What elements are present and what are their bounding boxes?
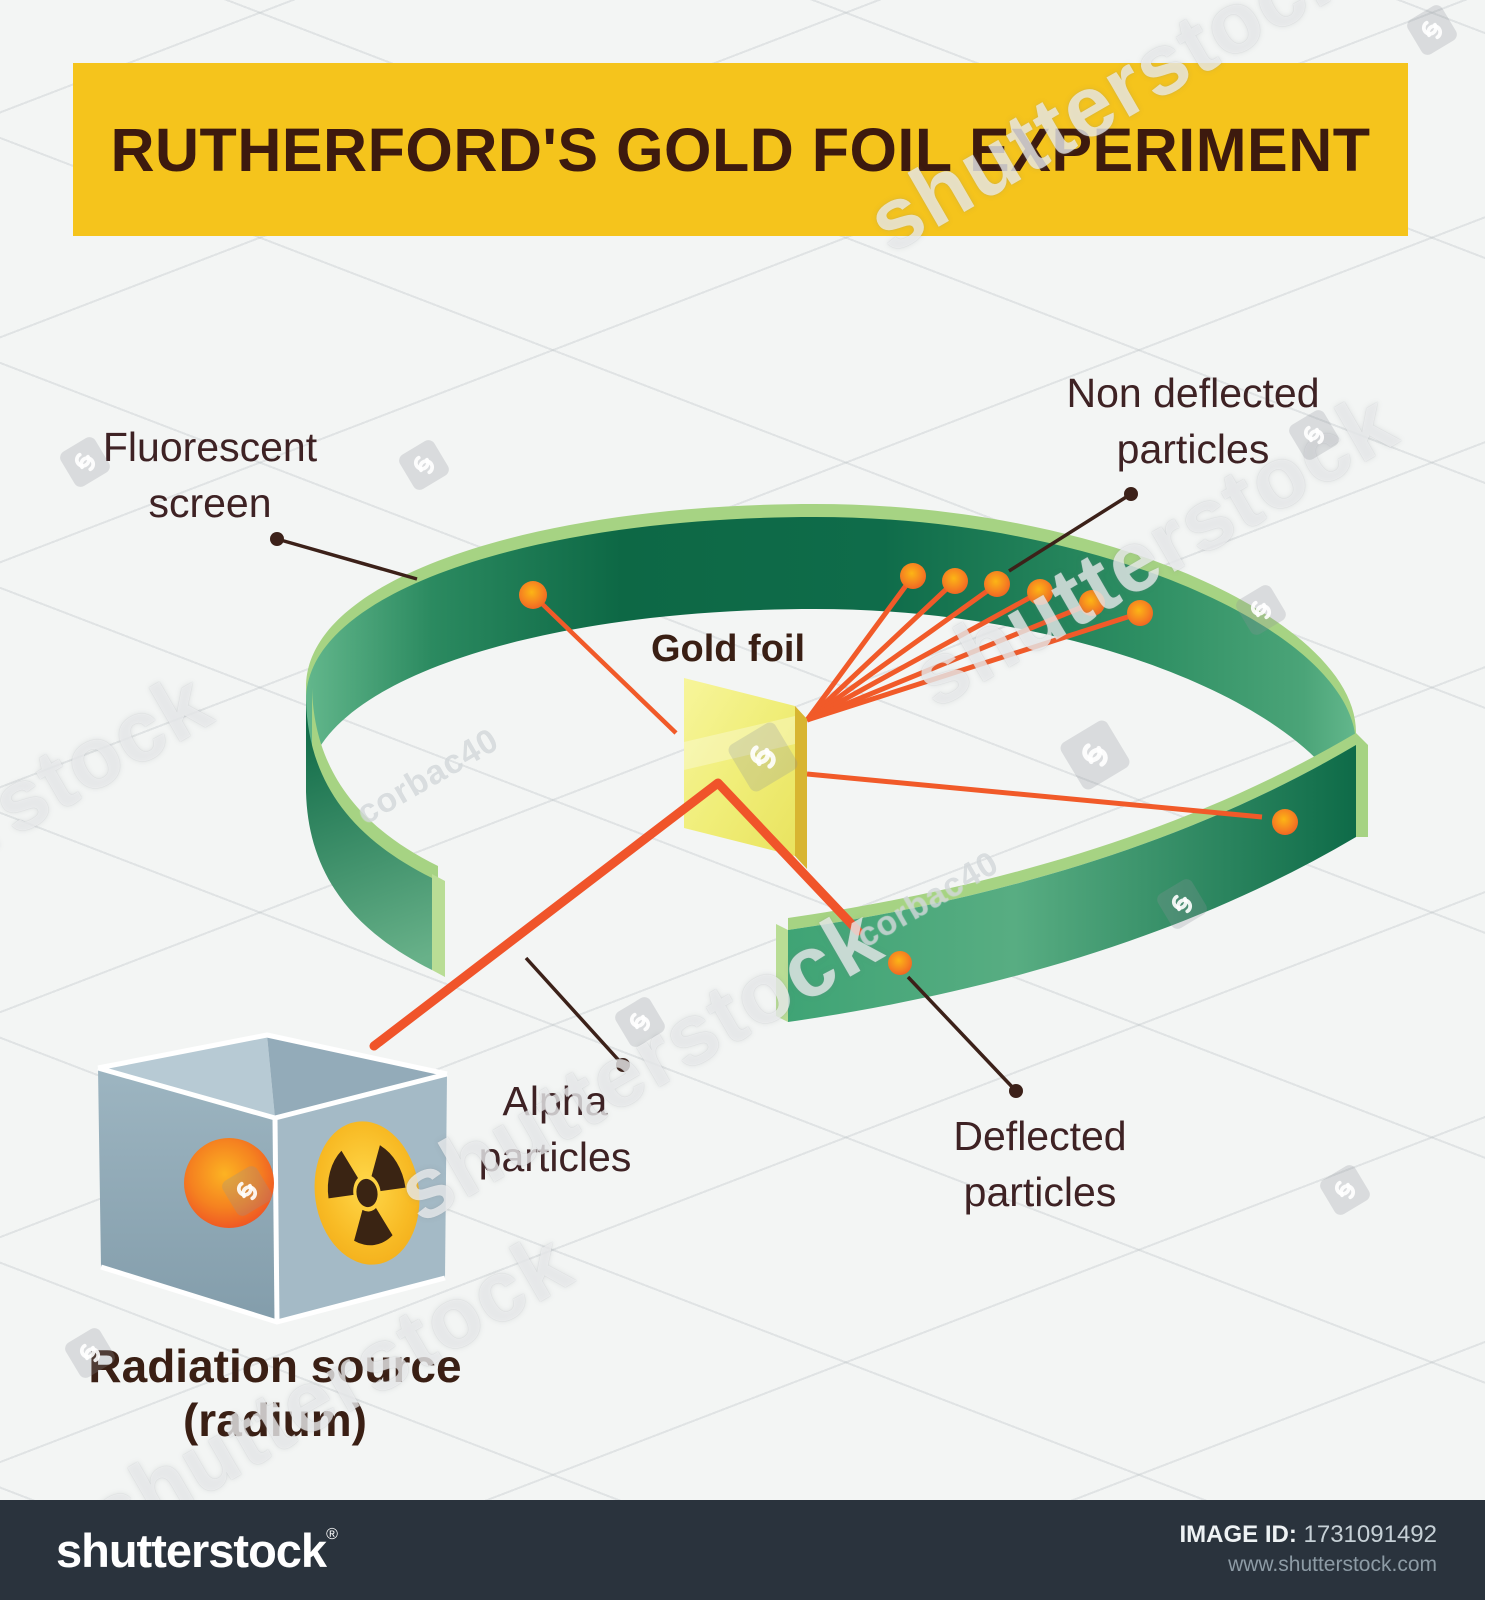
screen-bottom-face bbox=[788, 745, 1356, 1022]
image-id: IMAGE ID: 1731091492 bbox=[1180, 1522, 1437, 1548]
label-line: particles bbox=[478, 1134, 632, 1180]
hit-dot bbox=[1027, 579, 1053, 605]
site-url: www.shutterstock.com bbox=[1228, 1553, 1437, 1576]
particle-hits bbox=[519, 563, 1298, 975]
logo-text: shutterstock bbox=[56, 1523, 327, 1577]
hit-dot bbox=[942, 568, 968, 594]
hit-dot bbox=[984, 571, 1010, 597]
hit-dot bbox=[1127, 600, 1153, 626]
label-non-deflected: Non deflected particles bbox=[1066, 365, 1319, 477]
image-id-value: 1731091492 bbox=[1303, 1521, 1437, 1548]
deflected-ray-right bbox=[806, 771, 1263, 820]
gold-foil-front bbox=[684, 678, 795, 856]
deflected-ray-left bbox=[533, 595, 678, 735]
label-deflected: Deflected particles bbox=[953, 1108, 1126, 1220]
footer-bar: shutterstock® IMAGE ID: 1731091492 www.s… bbox=[0, 1500, 1485, 1600]
label-line: Radiation source bbox=[88, 1340, 462, 1392]
box-edges bbox=[97, 1032, 448, 1325]
title-banner: RUTHERFORD'S GOLD FOIL EXPERIMENT bbox=[73, 63, 1408, 236]
image-id-label: IMAGE ID: bbox=[1179, 1521, 1297, 1548]
hit-dot-left bbox=[519, 581, 547, 609]
label-line: Non deflected bbox=[1066, 370, 1320, 416]
label-line: particles bbox=[1116, 426, 1270, 472]
hit-dot bbox=[1079, 590, 1105, 616]
gold-foil-sheen bbox=[684, 716, 795, 770]
label-line: particles bbox=[963, 1169, 1117, 1215]
hit-dot-right bbox=[1272, 809, 1298, 835]
radiation-symbol-icon bbox=[314, 1121, 420, 1265]
non-deflected-ray-fan bbox=[804, 574, 1141, 723]
label-line: Alpha bbox=[502, 1078, 608, 1124]
shutterstock-logo: shutterstock® bbox=[56, 1523, 338, 1578]
label-line: Fluorescent bbox=[102, 424, 318, 470]
box-opening-right-wall bbox=[267, 1035, 447, 1118]
hit-dot-bottom bbox=[888, 951, 912, 975]
leader-lines bbox=[270, 487, 1138, 1098]
hit-dot bbox=[900, 563, 926, 589]
screen-bottom-rim bbox=[788, 733, 1368, 930]
label-radiation-source: Radiation source (radium) bbox=[88, 1339, 461, 1447]
screen-left-face bbox=[306, 700, 432, 970]
label-alpha-particles: Alpha particles bbox=[479, 1073, 632, 1185]
radium-sphere bbox=[184, 1138, 274, 1228]
registered-mark: ® bbox=[326, 1525, 338, 1543]
box-opening-left-wall bbox=[98, 1035, 275, 1118]
image-meta: IMAGE ID: 1731091492 www.shutterstock.co… bbox=[1180, 1522, 1437, 1578]
label-fluorescent-screen: Fluorescent screen bbox=[103, 419, 317, 531]
label-line: screen bbox=[148, 480, 272, 526]
alpha-beam bbox=[369, 778, 863, 1051]
fluorescent-screen-ring bbox=[306, 504, 1368, 1022]
gold-foil bbox=[684, 678, 807, 869]
radiation-source-box bbox=[97, 1032, 448, 1325]
screen-left-end-cap bbox=[432, 874, 445, 977]
screen-back-face bbox=[306, 517, 1356, 837]
label-gold-foil: Gold foil bbox=[650, 628, 806, 670]
screen-bottom-end-cap bbox=[776, 924, 788, 1022]
label-line: Deflected bbox=[953, 1113, 1127, 1159]
alpha-rays bbox=[533, 574, 1263, 820]
label-line: (radium) bbox=[182, 1394, 367, 1446]
page-title: RUTHERFORD'S GOLD FOIL EXPERIMENT bbox=[110, 115, 1371, 184]
gold-foil-side bbox=[795, 706, 807, 869]
